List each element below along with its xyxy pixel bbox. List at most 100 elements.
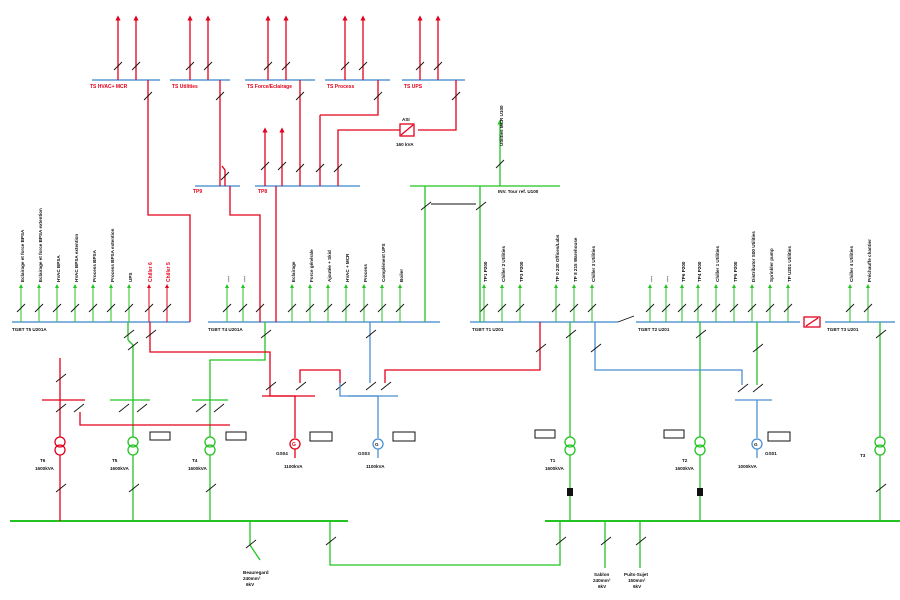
generator-gs03: G GS03 1100kVA bbox=[358, 405, 416, 469]
board-label: TS UPS bbox=[404, 84, 423, 90]
cable-section: 240mm² bbox=[243, 576, 261, 581]
feeder-label: Eclairage et force BPSA extention bbox=[38, 208, 43, 282]
feeder-label: ---- bbox=[226, 275, 231, 282]
generator-rating: 1100kVA bbox=[366, 464, 385, 469]
feeder-label: TP6 P200 bbox=[681, 261, 686, 282]
cable-name: Sablon bbox=[594, 572, 610, 577]
generator-symbol: G bbox=[292, 442, 296, 448]
transformer-name: T5 bbox=[112, 458, 118, 463]
cable-puits-sujet: Puits-Sujet 150mm² 6kV bbox=[624, 572, 648, 589]
transformer-name: T1 bbox=[550, 458, 556, 463]
feeder-label: TP 8 215 Warehouse bbox=[573, 237, 578, 282]
cable-voltage: 6kV bbox=[598, 584, 607, 589]
feeders-t5: Eclairage et force BPSA Eclairage et for… bbox=[16, 208, 172, 322]
sub-board-label: TP8 bbox=[258, 189, 267, 195]
transformer-name: T3 bbox=[860, 453, 866, 458]
transformer-name: T2 bbox=[682, 458, 688, 463]
generator-symbol: G bbox=[754, 442, 758, 447]
transformer-t1: T1 1600kVA bbox=[534, 345, 576, 521]
tgbt-t1-label: TGBT T1 U201 bbox=[472, 327, 504, 332]
asi-label: ASI bbox=[402, 117, 410, 122]
transformer-rating: 1600kVA bbox=[35, 466, 54, 471]
feeder-label: TP1 P200 bbox=[483, 261, 488, 282]
feeder-label: Chiller 4 Utilities bbox=[849, 246, 854, 282]
feeder-label: ---- bbox=[242, 275, 247, 282]
feeder-label: Chiller 5 bbox=[166, 262, 172, 282]
feeder-label: Process bbox=[363, 264, 368, 282]
tgbt-t5-label: TGBT T5 U201A bbox=[12, 327, 47, 332]
cable-beauregard: Beauregard 240mm² 6kV bbox=[243, 570, 269, 587]
transformer-rating: 1600kVA bbox=[188, 466, 207, 471]
cable-section: 240mm² bbox=[593, 578, 611, 583]
sub-board-tp8: TP8 bbox=[255, 100, 360, 322]
feeders-t2: ---- ---- TP6 P200 TP4 P200 Chiller 1 Ut… bbox=[645, 231, 793, 322]
generator-symbol: G bbox=[375, 442, 379, 447]
cable-voltage: 6kV bbox=[246, 582, 255, 587]
inverter-section: INV. Tour ref. U100 Utilities MCR U100 bbox=[410, 105, 560, 322]
utilities-mcr-label: Utilities MCR U100 bbox=[499, 105, 504, 146]
generator-name: GS04 bbox=[276, 451, 288, 456]
feeder-label: TP5 P200 bbox=[733, 261, 738, 282]
feeder-label: HVAC BPSA extention bbox=[74, 234, 79, 282]
tgbt-busbars: TGBT T5 U201A TGBT T4 U201A TGBT T1 U201… bbox=[12, 315, 895, 332]
feeder-label: ---- bbox=[649, 275, 654, 282]
feeder-label: Eclairage et force BPSA bbox=[20, 229, 25, 282]
right-interconnect bbox=[590, 338, 772, 401]
hv-busbars bbox=[10, 520, 900, 568]
feeder-label: HVAC + MCR bbox=[345, 253, 350, 282]
board-label: TS Force/Eclairage bbox=[247, 84, 292, 90]
generator-gs04: G GS04 1100kVA bbox=[276, 405, 333, 469]
feeders-t1: TP1 P200 Chiller 2 Utilities TP3 P200 TP… bbox=[479, 234, 597, 322]
feeder-label: TP 0 230 Offices/Labs bbox=[555, 234, 560, 282]
tgbt-t2-label: TGBT T2 U201 bbox=[638, 327, 670, 332]
board-label: TS Process bbox=[327, 84, 354, 90]
generator-interconnect bbox=[262, 343, 547, 405]
cable-sablon: Sablon 240mm² 6kV bbox=[593, 572, 611, 589]
feeder-label: Préchauffe chantier bbox=[867, 239, 872, 282]
top-boards: TS HVAC+ MCR TS Utilities TS Force/Eclai… bbox=[90, 15, 465, 322]
feeder-label: Process BPSA bbox=[92, 249, 97, 282]
feeder-label: Chiller 3 Utilities bbox=[591, 246, 596, 282]
generator-rating: 1100kVA bbox=[284, 464, 303, 469]
board-ts-utilities: TS Utilities bbox=[170, 15, 230, 186]
transformer-t2: T2 1600kVA bbox=[663, 345, 706, 521]
transformer-rating: 1600kVA bbox=[110, 466, 129, 471]
transformer-rating: 1600kVA bbox=[675, 466, 694, 471]
board-ts-hvac-mcr: TS HVAC+ MCR bbox=[90, 15, 191, 322]
cable-voltage: 6kV bbox=[633, 584, 642, 589]
asi-ups: ASI 160 kVA bbox=[337, 117, 415, 147]
board-ts-process: TS Process bbox=[320, 15, 390, 116]
inverter-label: INV. Tour ref. U100 bbox=[498, 189, 539, 194]
tgbt-incomers bbox=[123, 322, 887, 345]
feeder-label: Chiller 1 Utilities bbox=[715, 246, 720, 282]
feeder-label: HVAC BPSA bbox=[56, 255, 61, 282]
feeder-label: ---- bbox=[665, 275, 670, 282]
sub-board-label: TP9 bbox=[193, 189, 202, 195]
feeder-label: Eclairage bbox=[291, 261, 296, 282]
transformer-t3: T3 bbox=[860, 345, 887, 521]
transformer-t4: T4 1600kVA bbox=[188, 415, 247, 521]
cable-name: Puits-Sujet bbox=[624, 572, 648, 577]
feeder-label: Process BPSA extention bbox=[110, 228, 115, 282]
generator-name: GS01 bbox=[765, 451, 777, 456]
tgbt-t4-label: TGBT T4 U201A bbox=[208, 327, 243, 332]
feeder-label: Ajoutée + Skid bbox=[327, 250, 332, 282]
tgbt-t3-label: TGBT T3 U201 bbox=[827, 327, 859, 332]
cable-labels: Beauregard 240mm² 6kV Sablon 240mm² 6kV … bbox=[243, 570, 648, 589]
feeders-t3: Chiller 4 Utilities Préchauffe chantier bbox=[845, 239, 873, 322]
transformer-rating: 1600kVA bbox=[545, 466, 564, 471]
board-ts-ups: TS UPS bbox=[402, 15, 465, 131]
generator-rating: 1000kVA bbox=[738, 464, 757, 469]
feeder-label: Chiller 2 Utilities bbox=[501, 246, 506, 282]
transformer-name: T4 bbox=[192, 458, 198, 463]
asi-rating: 160 kVA bbox=[396, 142, 414, 147]
cable-section: 150mm² bbox=[628, 578, 646, 583]
feeder-label: TP4 P200 bbox=[697, 261, 702, 282]
generator-gs01: G GS01 1000kVA bbox=[738, 400, 791, 469]
board-ts-force-eclairage: TS Force/Eclairage bbox=[245, 15, 315, 101]
feeder-label: TP U201 Utilities bbox=[787, 246, 792, 282]
feeder-label: TP3 P200 bbox=[519, 261, 524, 282]
transformer-t6: T6 1600kVA bbox=[35, 415, 67, 521]
feeder-label: Force générale bbox=[309, 249, 314, 282]
